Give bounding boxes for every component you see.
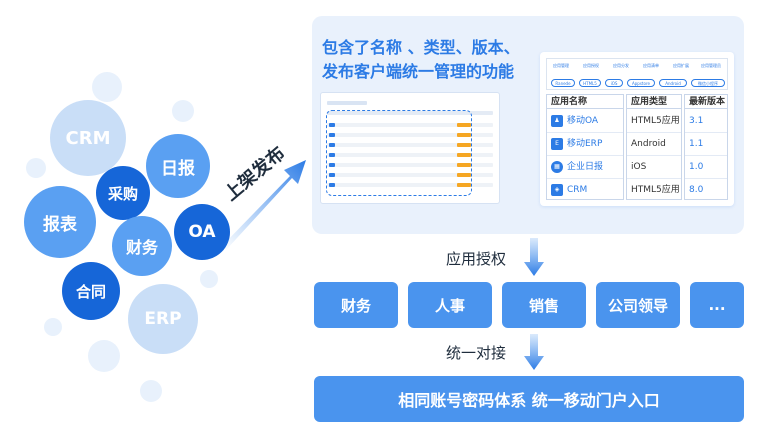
app-tabs: 应用管理 应用授权 应用分发 应用清单 应用扩展 应用管理员 Ranede HT… <box>546 58 728 90</box>
cell-version: 8.0 <box>689 185 704 195</box>
publish-arrow <box>222 160 306 250</box>
decor-dot <box>140 380 162 402</box>
app-name-text: 企业日报 <box>567 162 604 172</box>
chip-filter[interactable]: HTML5 <box>579 79 601 87</box>
chip-filter[interactable]: 微信小程序 <box>691 79 725 87</box>
app-name-text: 移动OA <box>567 116 599 126</box>
app-name-text: CRM <box>567 185 588 195</box>
tab-app-admins[interactable]: 应用管理员 <box>701 63 721 68</box>
bubble-contract: 合同 <box>62 262 120 320</box>
bubble-daily-report: 日报 <box>146 134 210 198</box>
mini-row <box>327 173 493 177</box>
mini-header <box>327 101 367 105</box>
mini-row <box>327 123 493 127</box>
bubble-crm: CRM <box>50 100 126 176</box>
dept-box-hr: 人事 <box>408 282 492 328</box>
column-latest-version: 最新版本 3.1 1.1 1.0 8.0 <box>684 94 728 200</box>
dept-box-finance: 财务 <box>314 282 398 328</box>
chip-filter[interactable]: Appstore <box>627 79 655 87</box>
bubble-reports: 报表 <box>24 186 96 258</box>
tab-app-list[interactable]: 应用清单 <box>643 63 659 68</box>
cell-app-type: HTML5应用 <box>627 110 681 133</box>
cell-app-type: Android <box>627 133 681 156</box>
calendar-icon: ▦ <box>551 161 563 173</box>
cell-app-name[interactable]: E 移动ERP <box>547 133 623 156</box>
decor-dot <box>26 158 46 178</box>
mini-row <box>327 133 493 137</box>
dept-box-sales: 销售 <box>502 282 586 328</box>
mini-row <box>327 153 493 157</box>
cell-app-type: iOS <box>627 156 681 179</box>
bubble-finance: 财务 <box>112 216 172 276</box>
app-management-card: 应用管理 应用授权 应用分发 应用清单 应用扩展 应用管理员 Ranede HT… <box>540 52 734 206</box>
header-latest-version: 最新版本 <box>685 95 727 109</box>
tab-app-extend[interactable]: 应用扩展 <box>673 63 689 68</box>
dept-box-leadership: 公司领导 <box>596 282 680 328</box>
chip-filter[interactable]: iOS <box>605 79 623 87</box>
chip-filter[interactable]: Android <box>659 79 687 87</box>
authorize-label: 应用授权 <box>446 250 507 268</box>
header-app-name: 应用名称 <box>547 95 623 109</box>
decor-dot <box>200 270 218 288</box>
cell-version: 1.1 <box>685 133 727 156</box>
decor-dot <box>172 100 194 122</box>
panel-title: 包含了名称 、类型、版本、发布客户端统一管理的功能 <box>322 38 520 81</box>
erp-icon: E <box>551 138 563 150</box>
cell-version: 1.0 <box>685 156 727 179</box>
cell-app-name[interactable]: ♟ 移动OA <box>547 110 623 133</box>
dept-box-more: ... <box>690 282 744 328</box>
tab-app-distribute[interactable]: 应用分发 <box>613 63 629 68</box>
shield-icon: ◈ <box>551 184 563 196</box>
down-arrow-authorize <box>524 238 544 276</box>
cell-app-name[interactable]: ▦ 企业日报 <box>547 156 623 179</box>
person-icon: ♟ <box>551 115 563 127</box>
chip-filter[interactable]: Ranede <box>551 79 575 87</box>
tab-app-authorize[interactable]: 应用授权 <box>583 63 599 68</box>
column-app-name: 应用名称 ♟ 移动OA E 移动ERP ▦ 企业日报 ◈ CRM <box>546 94 624 200</box>
decor-dot <box>88 340 120 372</box>
connect-label: 统一对接 <box>446 344 507 362</box>
bubble-purchasing: 采购 <box>96 166 150 220</box>
mini-toolbar <box>327 111 493 115</box>
column-app-type: 应用类型 HTML5应用 Android iOS HTML5应用 <box>626 94 682 200</box>
decor-dot <box>44 318 62 336</box>
unified-portal-box: 相同账号密码体系 统一移动门户入口 <box>314 376 744 422</box>
mini-row <box>327 183 493 187</box>
mini-row <box>327 143 493 147</box>
cell-app-type: HTML5应用 <box>631 185 680 195</box>
tab-app-management[interactable]: 应用管理 <box>553 63 569 68</box>
cell-app-name[interactable]: ◈ CRM <box>547 179 623 202</box>
bubble-erp: ERP <box>128 284 198 354</box>
selection-highlight <box>326 110 472 196</box>
down-arrow-connect <box>524 334 544 370</box>
header-app-type: 应用类型 <box>627 95 681 109</box>
app-name-text: 移动ERP <box>567 139 603 149</box>
decor-dot <box>92 72 122 102</box>
cell-version: 3.1 <box>685 110 727 133</box>
mini-row <box>327 163 493 167</box>
bubble-oa: OA <box>174 204 230 260</box>
